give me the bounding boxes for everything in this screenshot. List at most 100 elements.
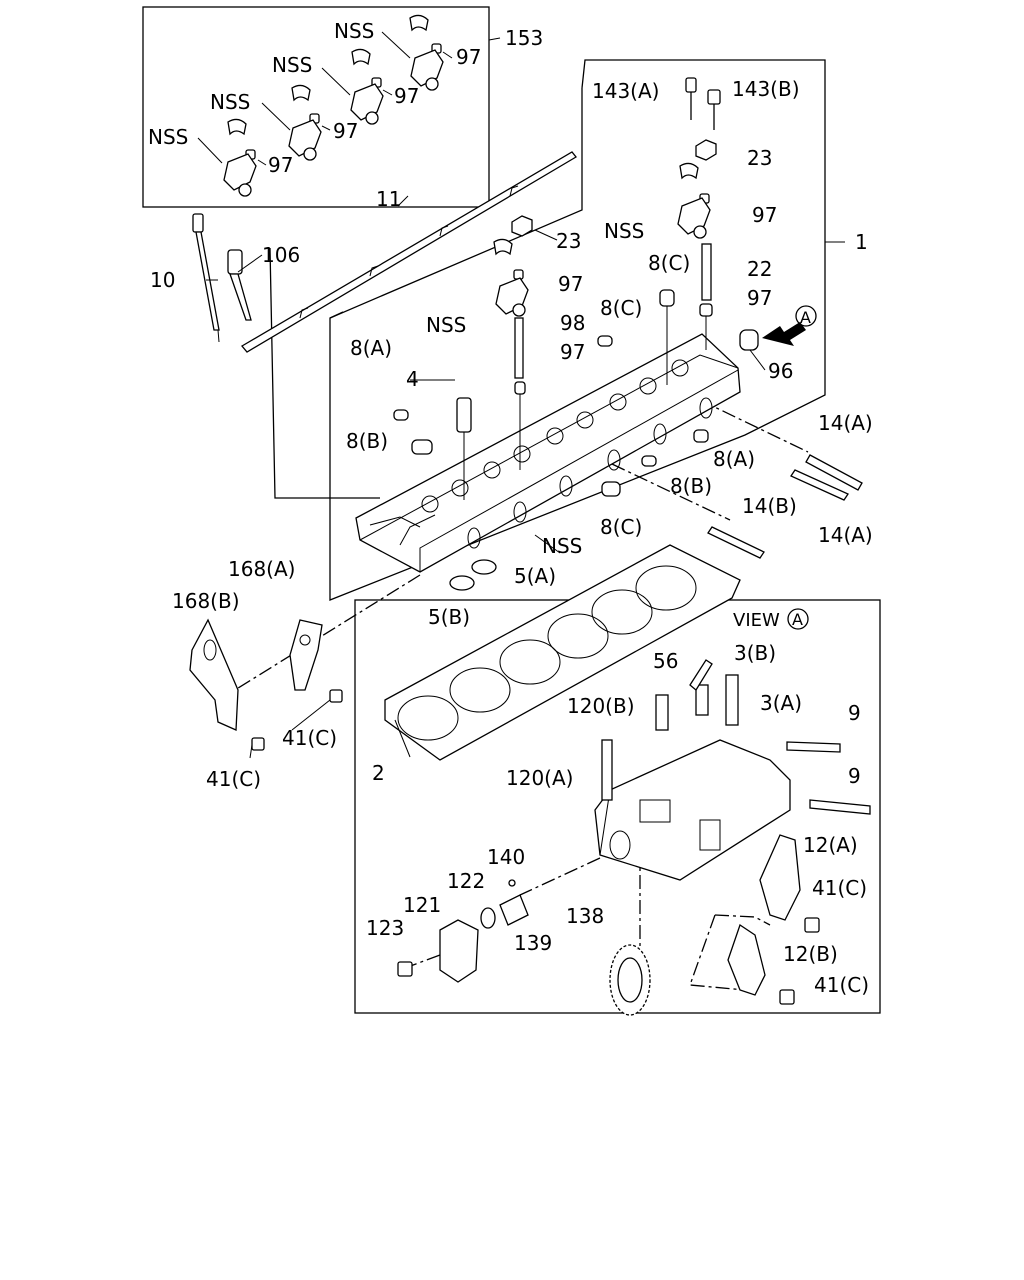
label-41c-4: 41(C) xyxy=(814,973,869,997)
label-41c-2: 41(C) xyxy=(206,767,261,791)
bolt-120a-icon xyxy=(601,739,613,801)
label-12b: 12(B) xyxy=(783,942,838,966)
label-5b: 5(B) xyxy=(428,605,470,629)
label-2: 2 xyxy=(372,761,385,785)
label-97-a: 97 xyxy=(456,45,481,69)
bolt-3b-icon xyxy=(695,684,709,716)
bolt-143a-icon xyxy=(685,77,697,93)
label-97-d: 97 xyxy=(268,153,293,177)
label-143a: 143(A) xyxy=(592,79,659,103)
label-23-a: 23 xyxy=(747,146,772,170)
label-nss-1: NSS xyxy=(334,19,374,43)
bolt-41c-d-icon xyxy=(779,989,795,1005)
label-14b: 14(B) xyxy=(742,494,797,518)
label-8c-1: 8(C) xyxy=(648,251,690,275)
label-3a: 3(A) xyxy=(760,691,802,715)
label-9-b: 9 xyxy=(848,764,861,788)
label-nss-6: NSS xyxy=(426,313,466,337)
label-97-h: 97 xyxy=(747,286,772,310)
part-labels: 153 NSS 97 NSS 97 NSS 97 NSS 97 143(A) 1… xyxy=(148,19,873,997)
nozzle-holder-106-icon xyxy=(227,249,252,321)
fitting-139-icon xyxy=(499,894,529,926)
label-8b-1: 8(B) xyxy=(346,429,388,453)
label-5a: 5(A) xyxy=(514,564,556,588)
cover-121-icon xyxy=(439,919,479,983)
bolt-41c-b-icon xyxy=(251,737,265,751)
label-22: 22 xyxy=(747,257,772,281)
label-8a-2: 8(A) xyxy=(713,447,755,471)
stud-9a-icon xyxy=(786,741,841,753)
label-120a: 120(A) xyxy=(506,766,573,790)
studs-14-icon xyxy=(707,454,863,559)
bolts-view-a xyxy=(601,659,871,815)
bolt-123-icon xyxy=(397,961,413,977)
label-nss-3: NSS xyxy=(210,90,250,114)
label-96: 96 xyxy=(768,359,793,383)
label-9-a: 9 xyxy=(848,701,861,725)
label-123: 123 xyxy=(366,916,404,940)
pin-140-icon xyxy=(508,879,516,887)
label-10: 10 xyxy=(150,268,175,292)
label-nss-7: NSS xyxy=(542,534,582,558)
view-a-head-end-icon xyxy=(594,739,791,881)
label-56: 56 xyxy=(653,649,678,673)
rocker-arm-inset xyxy=(197,14,501,197)
gear-138-icon xyxy=(609,944,651,1016)
label-1: 1 xyxy=(855,230,868,254)
stud-22-icon xyxy=(701,243,712,301)
valve-train-parts xyxy=(393,77,759,591)
label-nss-4: NSS xyxy=(148,125,188,149)
label-168a: 168(A) xyxy=(228,557,295,581)
stud-9b-icon xyxy=(809,799,871,815)
arrow-view-a-label: A xyxy=(800,308,811,327)
label-97-e: 97 xyxy=(752,203,777,227)
bolt-120b-icon xyxy=(655,694,669,731)
bolt-41c-a-icon xyxy=(329,689,343,703)
pin-56-icon xyxy=(689,659,713,691)
seal-8c-icon xyxy=(659,289,675,307)
label-14a-2: 14(A) xyxy=(818,523,873,547)
label-ticks xyxy=(206,195,845,759)
label-106: 106 xyxy=(262,243,300,267)
bolt-143b-icon xyxy=(707,89,721,105)
rocker-arm-right-icon xyxy=(677,139,717,239)
label-8b-2: 8(B) xyxy=(670,474,712,498)
label-120b: 120(B) xyxy=(567,694,635,718)
label-139: 139 xyxy=(514,931,552,955)
label-8c-3: 8(C) xyxy=(600,515,642,539)
o-ring-122-icon xyxy=(480,907,496,929)
label-view: VIEW xyxy=(733,610,780,631)
bracket-12a-icon xyxy=(759,834,801,921)
label-140: 140 xyxy=(487,845,525,869)
label-97-g: 97 xyxy=(560,340,585,364)
label-98: 98 xyxy=(560,311,585,335)
gasket-strip-11-icon xyxy=(241,151,577,353)
label-11: 11 xyxy=(376,187,401,211)
view-a-circle-icon xyxy=(787,608,809,630)
label-23-b: 23 xyxy=(556,229,581,253)
rocker-arm-2-icon xyxy=(350,48,384,125)
bolt-41c-c-icon xyxy=(804,917,820,933)
plug-96-icon xyxy=(739,329,759,351)
label-nss-5: NSS xyxy=(604,219,644,243)
cylinder-head-icon xyxy=(355,333,741,573)
label-121: 121 xyxy=(403,893,441,917)
label-3b: 3(B) xyxy=(734,641,776,665)
label-12a: 12(A) xyxy=(803,833,858,857)
label-97-b: 97 xyxy=(394,84,419,108)
rocker-arm-mid-icon xyxy=(493,215,533,317)
bracket-12b-icon xyxy=(727,923,766,996)
label-nss-2: NSS xyxy=(272,53,312,77)
label-138: 138 xyxy=(566,904,604,928)
push-rod-98-icon xyxy=(514,317,524,379)
label-153: 153 xyxy=(505,26,543,50)
label-41c-1: 41(C) xyxy=(282,726,337,750)
label-168b: 168(B) xyxy=(172,589,240,613)
bracket-168b-icon xyxy=(189,618,239,731)
label-97-f: 97 xyxy=(558,272,583,296)
label-4: 4 xyxy=(406,367,419,391)
label-14a-1: 14(A) xyxy=(818,411,873,435)
label-97-c: 97 xyxy=(333,119,358,143)
bracket-168a-icon xyxy=(289,619,323,691)
